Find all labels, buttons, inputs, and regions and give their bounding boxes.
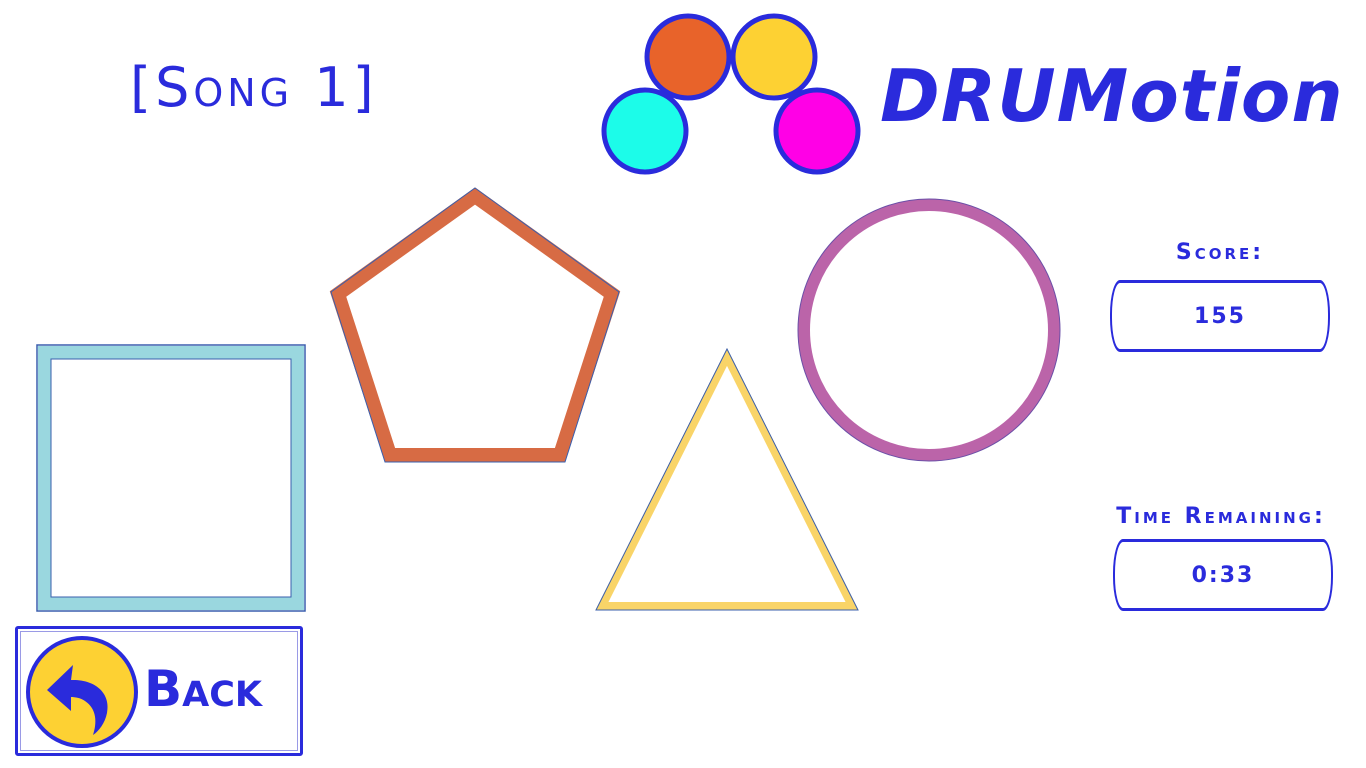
- logo-bubble-yellow: [730, 13, 818, 101]
- app-logo-text: DRUMotion: [880, 54, 1344, 138]
- back-arrow-icon: [26, 636, 138, 748]
- back-button[interactable]: Back: [15, 626, 303, 756]
- triangle-drum-pad[interactable]: [595, 347, 859, 611]
- pentagon-drum-pad[interactable]: [329, 187, 621, 463]
- logo-bubbles: [601, 13, 861, 175]
- square-drum-pad[interactable]: [36, 344, 306, 612]
- back-button-label: Back: [144, 660, 263, 718]
- circle-drum-pad[interactable]: [797, 198, 1061, 462]
- time-remaining-label: Time Remaining:: [1116, 504, 1326, 529]
- song-title: [Song 1]: [130, 56, 378, 119]
- logo-bubble-magenta: [773, 87, 861, 175]
- logo-bubble-orange: [644, 13, 732, 101]
- score-label: Score:: [1175, 240, 1265, 265]
- score-value: 155: [1110, 280, 1330, 352]
- time-remaining-value: 0:33: [1113, 539, 1333, 611]
- logo-bubble-cyan: [601, 87, 689, 175]
